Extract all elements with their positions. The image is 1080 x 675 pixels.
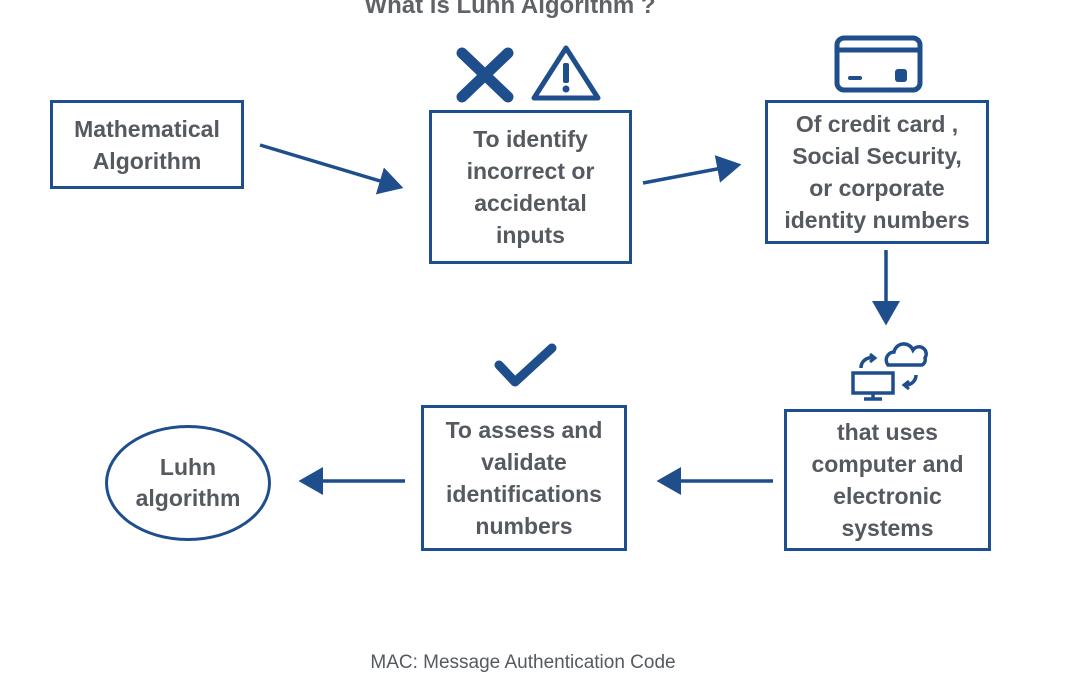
- warning-icon: [531, 45, 601, 101]
- credit-card-icon: [834, 35, 923, 93]
- x-icon: [456, 47, 514, 103]
- node-label: To assess and validate identifications n…: [445, 417, 603, 539]
- diagram-title: What is Luhn Algorithm ?: [364, 0, 656, 19]
- arrow-math-to-identify: [259, 143, 404, 195]
- node-identify-incorrect-inputs: To identify incorrect or accidental inpu…: [429, 110, 632, 264]
- node-label: Of credit card , Social Security, or cor…: [784, 111, 970, 233]
- footer-note: MAC: Message Authentication Code: [370, 652, 676, 673]
- node-label: that uses computer and electronic system…: [811, 419, 964, 541]
- node-computer-systems: that uses computer and electronic system…: [784, 409, 991, 551]
- arrow-identify-to-card: [642, 155, 742, 185]
- computer-cloud-sync-icon: [851, 342, 928, 401]
- node-credit-card-numbers: Of credit card , Social Security, or cor…: [765, 100, 989, 244]
- checkmark-icon: [494, 343, 557, 387]
- node-label: To identify incorrect or accidental inpu…: [466, 126, 595, 248]
- node-mathematical-algorithm: Mathematical Algorithm: [50, 100, 244, 189]
- node-luhn-algorithm: Luhn algorithm: [105, 425, 271, 541]
- node-assess-validate: To assess and validate identifications n…: [421, 405, 627, 551]
- node-label: Mathematical Algorithm: [74, 115, 220, 174]
